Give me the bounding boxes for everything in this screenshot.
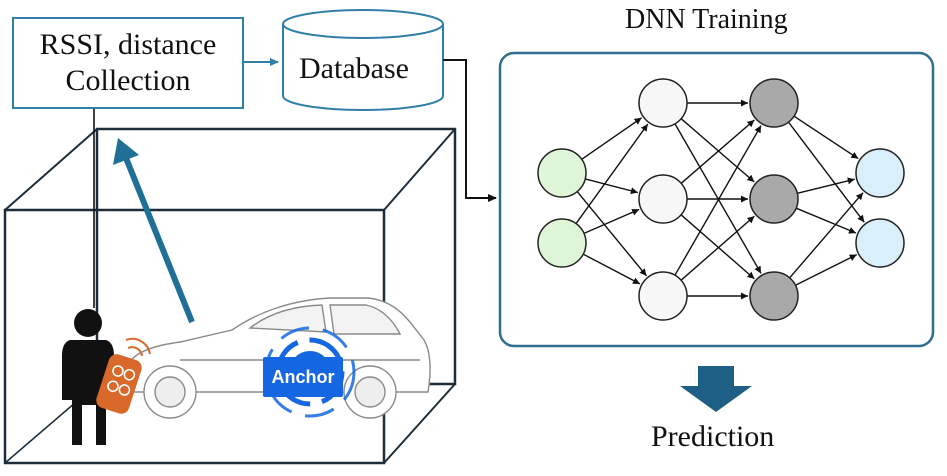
edge-hidden2-0-to-output-0 [793,115,859,160]
hidden2-node-2 [749,271,799,321]
database-cylinder [282,9,444,111]
input-node-0 [537,148,587,198]
collection-line1: RSSI, distance [39,28,217,61]
input-node-1 [537,218,587,268]
edge-hidden2-2-to-output-1 [795,254,858,286]
edge-hidden1-1-to-hidden2-0 [680,119,755,184]
anchor-badge: Anchor [263,357,343,397]
output-node-0 [855,148,905,198]
edge-input-1-to-hidden1-1 [583,208,640,235]
dnn-title: DNN Training [625,4,788,35]
edge-input-1-to-hidden1-2 [582,253,641,285]
hidden1-node-2 [638,271,688,321]
room-box [3,127,457,465]
network-edges [575,99,865,300]
edge-hidden1-1-to-hidden2-2 [680,214,755,280]
hidden1-node-0 [638,78,688,128]
network-nodes [537,78,905,321]
upload-arrow [113,138,195,324]
edge-hidden2-1-to-output-1 [795,207,857,234]
collection-line2: Collection [65,64,191,97]
prediction-arrow [680,366,752,412]
edge-hidden2-2-to-output-0 [789,192,864,279]
collection-box: RSSI, distance Collection [12,17,244,109]
hidden2-node-0 [749,78,799,128]
smart-key-icon [96,337,151,414]
database-to-dnn-arrow [443,59,497,202]
edge-hidden1-2-to-hidden2-0 [674,125,762,276]
edge-hidden1-2-to-hidden2-1 [680,215,755,281]
person-silhouette [62,309,114,445]
edge-input-1-to-hidden1-0 [575,123,649,224]
edge-hidden1-0-to-hidden2-1 [680,118,755,183]
prediction-label: Prediction [651,420,775,453]
edge-input-0-to-hidden1-0 [581,117,643,160]
edge-input-0-to-hidden1-1 [585,178,638,195]
output-node-1 [855,218,905,268]
hidden1-node-1 [638,174,688,224]
edge-hidden2-1-to-output-0 [797,177,855,194]
database-label: Database [299,52,409,85]
hidden2-node-1 [749,174,799,224]
